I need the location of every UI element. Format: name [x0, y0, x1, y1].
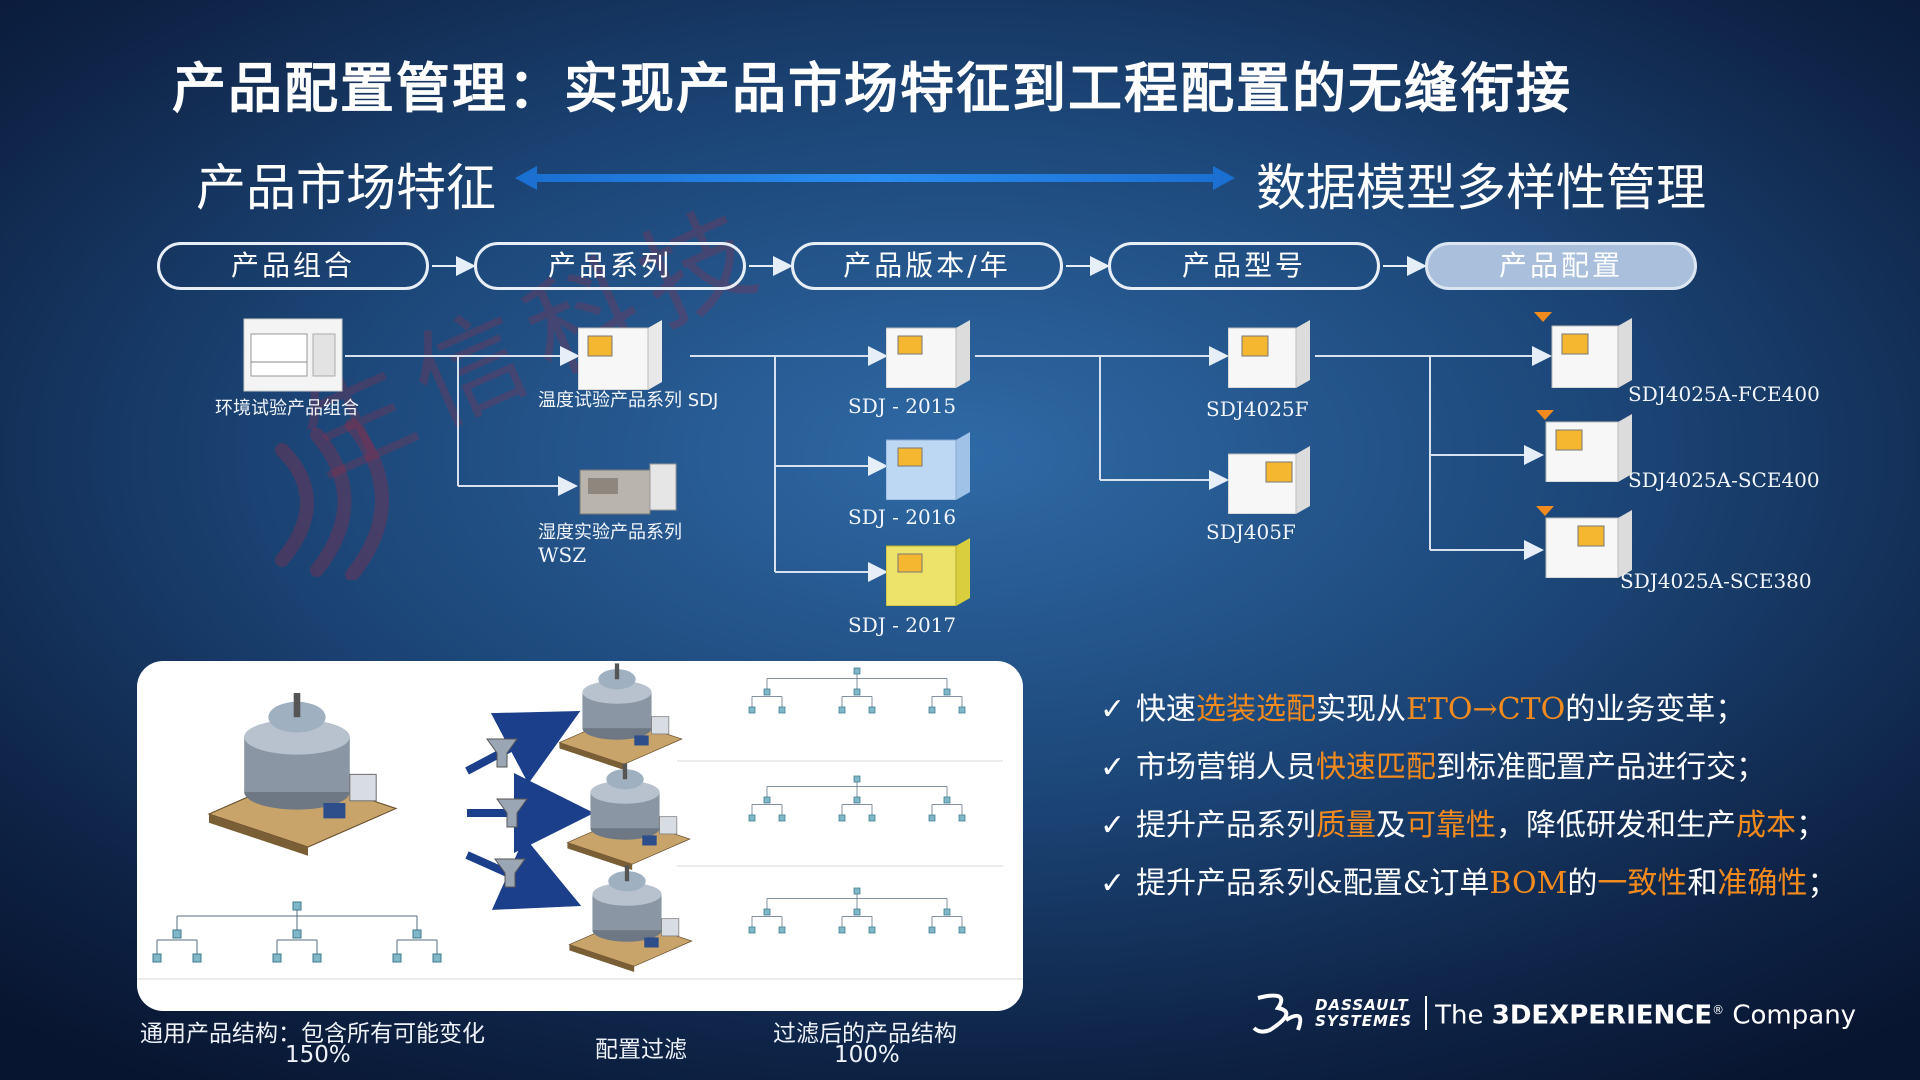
plain-text: 的 — [1567, 866, 1598, 901]
model-2-machine-icon — [1228, 446, 1310, 514]
plain-text: ； — [1796, 808, 1826, 843]
benefit-text: 快速选装选配实现从ETO→CTO的业务变革； — [1136, 692, 1745, 727]
highlight-term: 可靠性 — [1406, 808, 1496, 843]
highlight-term: 准确性 — [1717, 866, 1808, 901]
series-sdj-machine-icon — [578, 320, 662, 390]
plain-text: 的业务变革； — [1565, 692, 1746, 727]
config-2-machine-icon — [1536, 410, 1632, 482]
node-version-2017-label: SDJ - 2017 — [848, 613, 957, 637]
check-icon: ✓ — [1100, 808, 1126, 843]
benefit-list: ✓ 快速选装选配实现从ETO→CTO的业务变革； ✓ 市场营销人员快速匹配到标准配置… — [1100, 688, 1837, 920]
node-version-2015-label: SDJ - 2015 — [848, 394, 957, 418]
node-config-3-label: SDJ4025A-SCE380 — [1620, 569, 1812, 593]
plain-text: 和 — [1687, 866, 1718, 901]
highlight-term: 快速匹配 — [1316, 750, 1436, 785]
highlight-term: 一致性 — [1597, 866, 1688, 901]
highlight-term: 选装选配 — [1196, 692, 1316, 727]
tagline-pre: The — [1435, 1000, 1492, 1031]
benefit-item: ✓ 提升产品系列质量及可靠性，降低研发和生产成本； — [1100, 804, 1837, 862]
highlight-term: ETO→CTO — [1406, 692, 1566, 727]
stage-portfolio[interactable]: 产品组合 — [157, 242, 429, 290]
highlight-term: BOM — [1489, 866, 1568, 901]
benefit-item: ✓ 提升产品系列&配置&订单BOM的一致性和准确性； — [1100, 862, 1837, 920]
plain-text: ； — [1807, 866, 1838, 901]
plain-text: 到标准配置产品进行交； — [1436, 750, 1766, 785]
stage-series[interactable]: 产品系列 — [474, 242, 746, 290]
version-2016-machine-icon — [886, 432, 970, 500]
dassault-logo: DASSAULT SYSTEMES The 3DEXPERIENCE® Comp… — [1250, 990, 1856, 1036]
plain-text: 快速 — [1136, 692, 1196, 727]
benefit-text: 提升产品系列质量及可靠性，降低研发和生产成本； — [1136, 808, 1826, 843]
subtitle-right: 数据模型多样性管理 — [1256, 159, 1706, 217]
subtitle-left: 产品市场特征 — [196, 159, 496, 217]
page-title: 产品配置管理：实现产品市场特征到工程配置的无缝衔接 — [172, 57, 1572, 120]
brand-line-1: DASSAULT — [1315, 996, 1409, 1014]
stage-version-year[interactable]: 产品版本/年 — [791, 242, 1063, 290]
tagline-bold: 3DEXPERIENCE — [1491, 1000, 1713, 1031]
node-model-1-label: SDJ4025F — [1206, 397, 1309, 421]
highlight-term: 成本 — [1736, 808, 1796, 843]
node-series-wsz-code: WSZ — [538, 543, 587, 567]
caption-filtered-structure: 过滤后的产品结构 — [773, 1021, 957, 1047]
model-1-machine-icon — [1228, 320, 1310, 388]
plain-text: 提升产品系列&配置&订单 — [1136, 866, 1490, 901]
node-portfolio-label: 环境试验产品组合 — [215, 398, 359, 419]
check-icon: ✓ — [1100, 750, 1126, 785]
configuration-filter-panel — [137, 661, 1023, 1011]
plain-text: 实现从 — [1316, 692, 1406, 727]
watermark-logo-icon — [275, 418, 389, 580]
plain-text: 及 — [1376, 808, 1406, 843]
brand-line-2: SYSTEMES — [1315, 1012, 1413, 1030]
tagline-post: Company — [1724, 1000, 1857, 1031]
benefit-item: ✓ 快速选装选配实现从ETO→CTO的业务变革； — [1100, 688, 1837, 746]
benefit-text: 提升产品系列&配置&订单BOM的一致性和准确性； — [1136, 866, 1837, 901]
check-icon: ✓ — [1100, 692, 1126, 727]
plain-text: 市场营销人员 — [1136, 750, 1316, 785]
caption-filtered-percent: 100% — [834, 1042, 900, 1068]
highlight-term: 质量 — [1316, 808, 1376, 843]
generic-structure-machine — [208, 692, 397, 857]
double-arrow-icon — [515, 166, 1235, 190]
version-2015-machine-icon — [886, 320, 970, 388]
plain-text: ，降低研发和生产 — [1496, 808, 1736, 843]
benefit-item: ✓ 市场营销人员快速匹配到标准配置产品进行交； — [1100, 746, 1837, 804]
filter-illustration — [137, 663, 1023, 980]
stage-model[interactable]: 产品型号 — [1108, 242, 1380, 290]
series-wsz-machine-icon — [579, 463, 677, 515]
check-icon: ✓ — [1100, 866, 1126, 901]
node-config-2-label: SDJ4025A-SCE400 — [1628, 468, 1820, 492]
caption-generic-structure: 通用产品结构：包含所有可能变化 — [140, 1021, 485, 1047]
plain-text: 提升产品系列 — [1136, 808, 1316, 843]
node-config-1-label: SDJ4025A-FCE400 — [1628, 382, 1820, 406]
3ds-logo-icon — [1252, 993, 1303, 1034]
config-3-machine-icon — [1536, 506, 1632, 578]
node-series-wsz-label: 湿度实验产品系列 — [538, 522, 682, 543]
node-model-2-label: SDJ405F — [1206, 520, 1296, 544]
brand-tagline: The 3DEXPERIENCE® Company — [1425, 996, 1856, 1030]
node-version-2016-label: SDJ - 2016 — [848, 505, 957, 529]
node-series-sdj-label: 温度试验产品系列 SDJ — [538, 390, 719, 411]
caption-config-filter: 配置过滤 — [595, 1037, 687, 1063]
caption-generic-percent: 150% — [285, 1042, 351, 1068]
portfolio-machine-icon — [243, 318, 343, 392]
config-1-machine-icon — [1534, 312, 1632, 388]
benefit-text: 市场营销人员快速匹配到标准配置产品进行交； — [1136, 750, 1766, 785]
version-2017-machine-icon — [886, 538, 970, 606]
stage-configuration[interactable]: 产品配置 — [1425, 242, 1697, 290]
